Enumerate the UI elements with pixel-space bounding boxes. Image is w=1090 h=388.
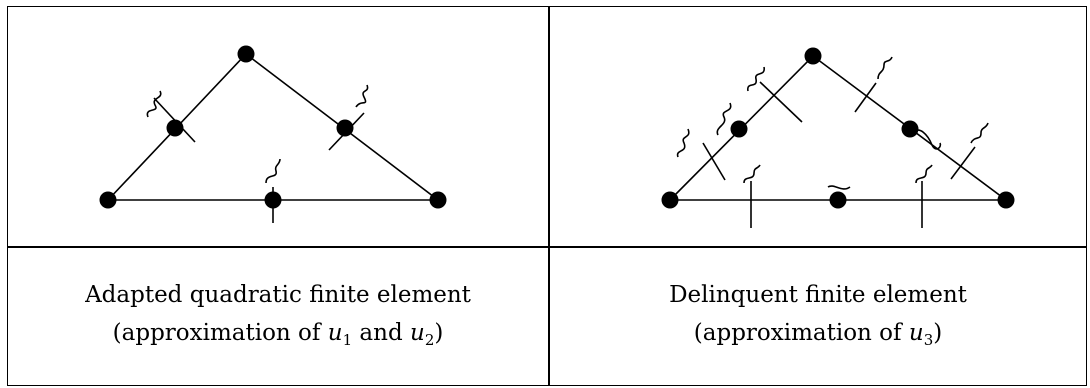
- math-subscript: 1: [342, 331, 353, 349]
- tilde-mark-left: [146, 90, 162, 118]
- tilde-mark-right-2: [912, 129, 942, 150]
- node-midpoint-left: [166, 119, 184, 137]
- math-symbol: u: [327, 320, 343, 346]
- caption-line-1: Adapted quadratic finite element: [85, 282, 471, 308]
- node-vertex-top: [237, 45, 255, 63]
- math-subscript: 3: [923, 331, 934, 349]
- caption-line-2: (approximation of u1 and u2): [8, 314, 548, 359]
- normal-tick-right-2: [950, 146, 976, 180]
- tilde-mark-bottom-3: [915, 164, 933, 184]
- node-midpoint-bottom: [264, 191, 282, 209]
- tilde-mark-right-1: [877, 56, 893, 80]
- tilde-mark-left-2: [716, 102, 732, 136]
- triangle-edges: [669, 54, 1009, 201]
- tilde-mark-left-1: [676, 128, 690, 158]
- table-row-divider: [8, 246, 1086, 248]
- tilde-mark-bottom: [265, 158, 281, 184]
- node-edge-left: [730, 120, 748, 138]
- node-vertex-left: [99, 191, 117, 209]
- tilde-mark-right-3: [970, 122, 989, 144]
- caption-delinquent-element: Delinquent finite element (approximation…: [548, 276, 1088, 359]
- caption-text: and: [352, 320, 410, 346]
- math-symbol: u: [908, 320, 924, 346]
- figure-table: Adapted quadratic finite element (approx…: [7, 6, 1087, 386]
- normal-tick-left-2: [759, 81, 803, 123]
- caption-text: ): [933, 320, 943, 346]
- node-vertex-right: [997, 191, 1015, 209]
- node-vertex-top: [804, 47, 822, 65]
- tilde-mark-bottom-2: [827, 185, 851, 190]
- node-edge-right: [901, 120, 919, 138]
- delinquent-element-diagram: [661, 47, 1015, 228]
- math-subscript: 2: [424, 331, 435, 349]
- caption-line-2: (approximation of u3): [548, 314, 1088, 359]
- normal-tick-right-1: [854, 82, 877, 113]
- math-symbol: u: [409, 320, 425, 346]
- quadratic-element-diagram: [99, 45, 447, 223]
- tilde-mark-bottom-1: [743, 164, 761, 184]
- table-column-divider: [548, 7, 550, 385]
- caption-text: (approximation of: [693, 320, 909, 346]
- caption-line-1: Delinquent finite element: [669, 282, 967, 308]
- node-midpoint-right: [336, 119, 354, 137]
- node-vertex-right: [429, 191, 447, 209]
- caption-text: ): [434, 320, 444, 346]
- caption-quadratic-element: Adapted quadratic finite element (approx…: [8, 276, 548, 359]
- triangle-edges: [107, 52, 441, 201]
- tilde-mark-left-3: [747, 66, 765, 92]
- tilde-mark-right: [355, 84, 369, 108]
- node-vertex-left: [661, 191, 679, 209]
- caption-text: (approximation of: [112, 320, 328, 346]
- node-edge-bottom: [829, 191, 847, 209]
- normal-tick-left-1: [702, 142, 726, 181]
